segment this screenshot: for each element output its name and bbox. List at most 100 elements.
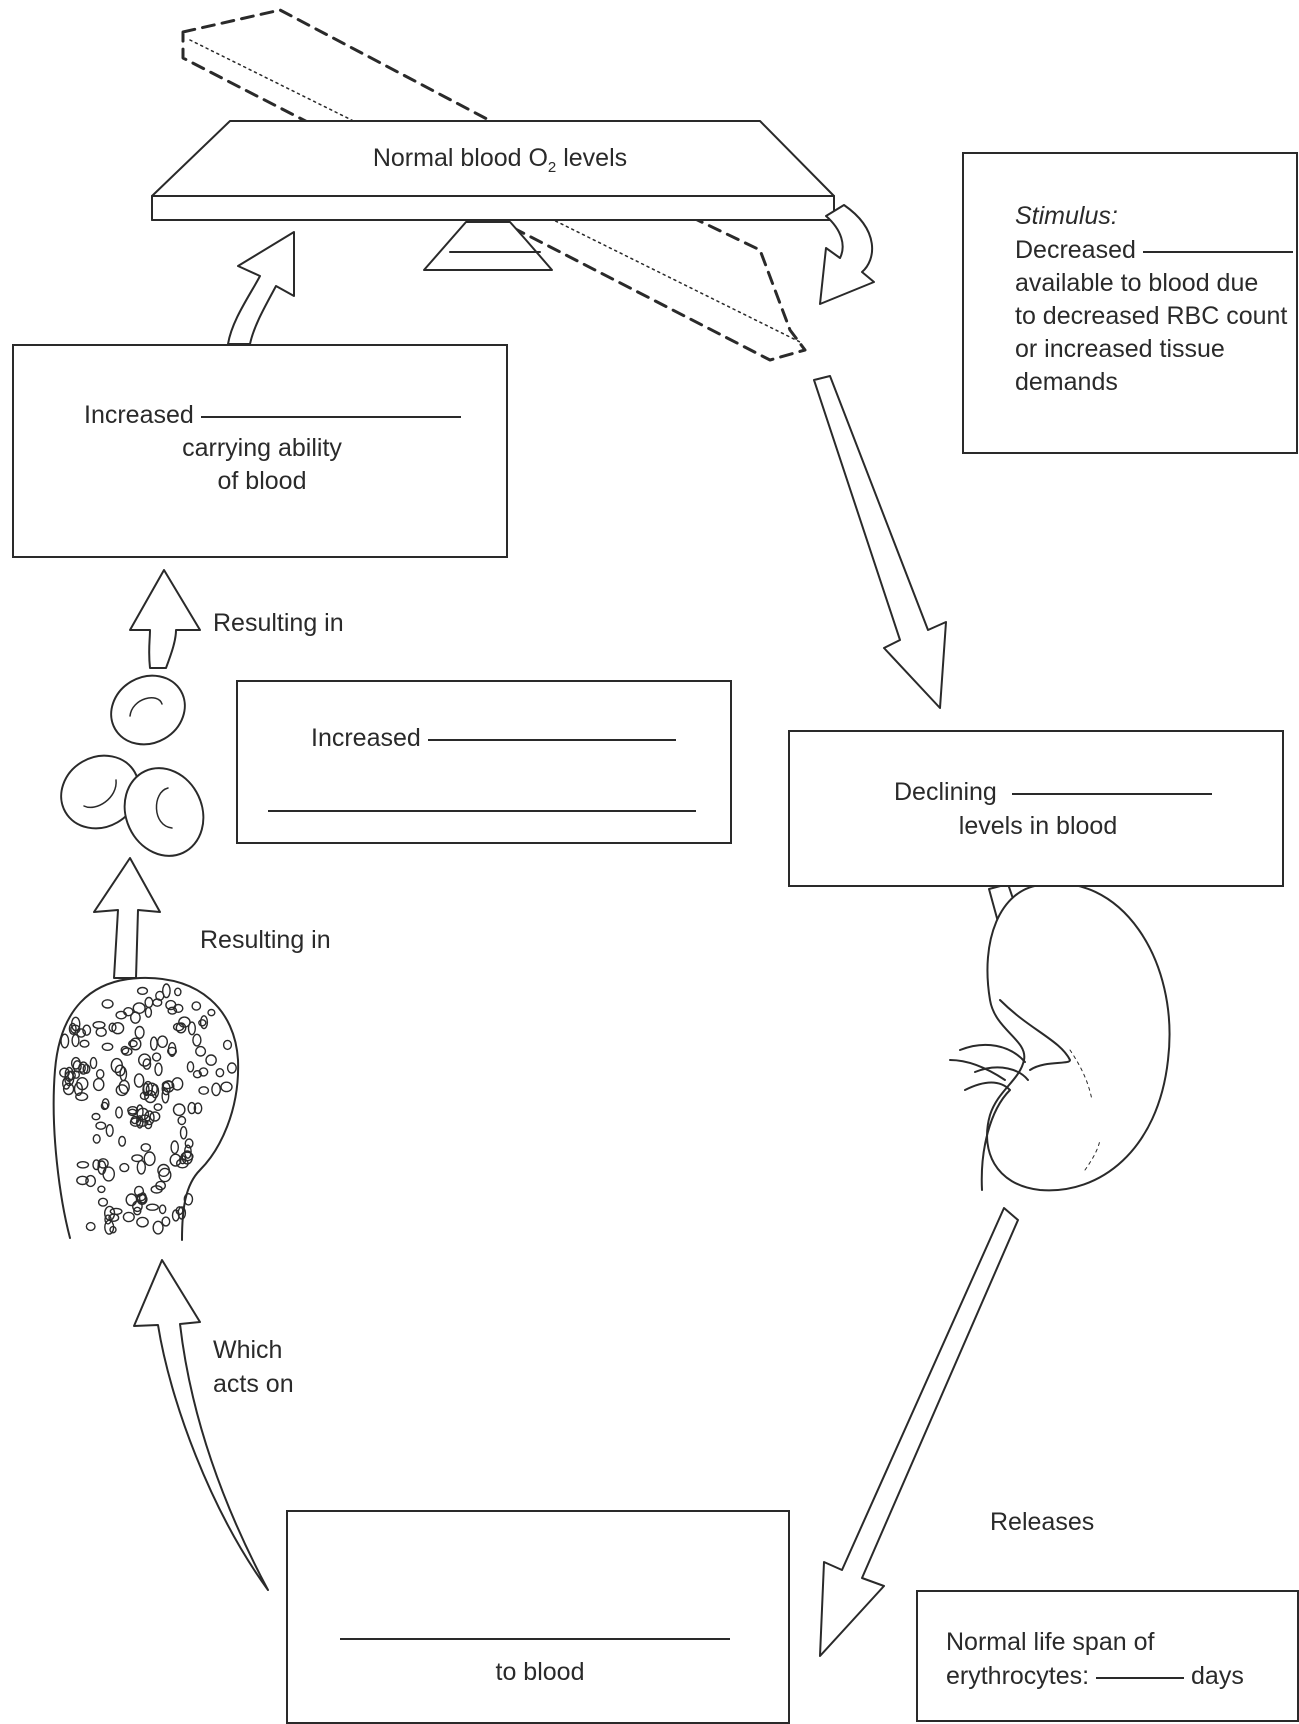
lifespan-blank[interactable] bbox=[1096, 1677, 1185, 1679]
bone-pore bbox=[158, 1204, 167, 1215]
bone-pore bbox=[129, 1011, 141, 1024]
bone-pore bbox=[211, 1082, 222, 1097]
bone-pore bbox=[139, 1114, 151, 1123]
declining-box: Declining levels in blood bbox=[788, 730, 1284, 887]
stimulus-blank[interactable] bbox=[1142, 251, 1293, 253]
stimulus-title: Stimulus: bbox=[1015, 202, 1118, 230]
kidney-illustration bbox=[949, 882, 1171, 1192]
resulting-in-lower-label: Resulting in bbox=[200, 926, 331, 954]
bone-pore bbox=[136, 1216, 149, 1228]
arrow-rbc-to-carrying bbox=[129, 569, 201, 669]
declining-blank[interactable] bbox=[1011, 793, 1212, 795]
bone-pore bbox=[151, 1052, 162, 1062]
stimulus-line-2: available to blood due bbox=[1015, 269, 1259, 297]
bone-pore bbox=[91, 1112, 101, 1121]
arrow-bone-to-rbc bbox=[93, 857, 161, 979]
bone-pore bbox=[76, 1175, 89, 1186]
bone-pore bbox=[145, 1203, 160, 1211]
bone-pore bbox=[178, 1016, 191, 1028]
bone-pore bbox=[105, 1123, 114, 1137]
bone-pore bbox=[136, 986, 149, 996]
stimulus-line-1: Decreased bbox=[1015, 234, 1293, 267]
red-blood-cells bbox=[60, 674, 205, 857]
bone-pore bbox=[76, 1161, 90, 1169]
bone-pore bbox=[127, 1039, 138, 1048]
to-blood-blank[interactable] bbox=[340, 1638, 730, 1640]
bone-pore bbox=[133, 1073, 145, 1088]
bone-pore bbox=[101, 999, 114, 1009]
bone-pore bbox=[149, 1111, 161, 1122]
bone-pore bbox=[165, 999, 177, 1011]
bone-pore bbox=[184, 1138, 194, 1149]
bone-pore bbox=[153, 1103, 163, 1112]
bone-pore bbox=[97, 1158, 109, 1169]
bone-illustration bbox=[52, 976, 240, 1241]
bone-pore bbox=[187, 1021, 197, 1036]
stimulus-line-4: or increased tissue bbox=[1015, 335, 1225, 363]
bone-pore bbox=[110, 1057, 124, 1074]
bone-pore bbox=[95, 1068, 105, 1079]
bone-pore bbox=[72, 1060, 82, 1073]
bone-pore bbox=[108, 1022, 117, 1033]
level-plank bbox=[151, 120, 835, 221]
carrying-blank[interactable] bbox=[200, 416, 461, 418]
arrow-to-bone bbox=[133, 1259, 269, 1591]
bone-pore bbox=[104, 1219, 115, 1235]
bone-pore bbox=[144, 1089, 157, 1104]
bone-pore bbox=[130, 1115, 140, 1125]
carrying-ability-box: Increased carrying ability of blood bbox=[12, 344, 508, 558]
bone-pore bbox=[161, 983, 171, 999]
which-acts-on-line-1: Which bbox=[213, 1336, 283, 1364]
bone-pore bbox=[92, 1021, 106, 1030]
bone-pore bbox=[115, 1010, 127, 1020]
arrow-to-declining bbox=[813, 375, 947, 709]
bone-pore bbox=[73, 1081, 84, 1096]
bone-pore bbox=[215, 1067, 225, 1078]
fulcrum bbox=[423, 221, 553, 271]
bone-pore bbox=[76, 1028, 87, 1038]
tilt-curved-arrow bbox=[819, 204, 875, 305]
bone-pore bbox=[60, 1033, 70, 1049]
bone-pore bbox=[172, 1103, 186, 1117]
bone-pore bbox=[198, 1086, 210, 1095]
to-blood-box: to blood bbox=[286, 1510, 790, 1724]
bone-pore bbox=[129, 1037, 142, 1051]
bone-pore bbox=[115, 1084, 129, 1097]
bone-pore bbox=[92, 1159, 101, 1171]
bone-pore bbox=[192, 1033, 202, 1047]
bone-pore bbox=[152, 1220, 164, 1235]
bone-pore bbox=[142, 1080, 154, 1096]
resulting-in-upper-label: Resulting in bbox=[213, 609, 344, 637]
bone-pore bbox=[100, 1101, 109, 1111]
bone-pore bbox=[95, 1121, 107, 1130]
bone-pore bbox=[158, 1167, 172, 1183]
bone-pore bbox=[79, 1039, 90, 1048]
lifespan-box: Normal life span of erythrocytes: days bbox=[916, 1590, 1299, 1722]
bone-pore bbox=[119, 1162, 130, 1173]
bone-pore bbox=[198, 1067, 209, 1077]
carrying-line-1: Increased bbox=[84, 399, 461, 432]
bone-pore bbox=[120, 1045, 130, 1055]
bone-pore bbox=[173, 987, 182, 997]
arrow-carrying-to-plank bbox=[227, 231, 295, 345]
bone-pore bbox=[183, 1144, 192, 1159]
bone-pore bbox=[171, 1077, 184, 1091]
bone-pore bbox=[125, 1193, 138, 1207]
carrying-line-2: carrying ability bbox=[182, 434, 342, 462]
increased-blank-1[interactable] bbox=[427, 739, 676, 741]
bone-pore bbox=[142, 1058, 152, 1070]
bone-pore bbox=[154, 1062, 163, 1077]
bone-pore bbox=[175, 1158, 189, 1169]
stimulus-line-3: to decreased RBC count bbox=[1015, 302, 1288, 330]
bone-pore bbox=[167, 1006, 178, 1015]
bone-pore bbox=[195, 1045, 207, 1057]
carrying-line-3: of blood bbox=[217, 467, 307, 495]
bone-pore bbox=[166, 1046, 177, 1056]
bone-pore bbox=[161, 1216, 171, 1227]
bone-pore bbox=[192, 1069, 203, 1079]
balance-label: Normal blood O2 levels bbox=[372, 144, 628, 176]
bone-pore bbox=[177, 1115, 187, 1126]
increased-blank-2[interactable] bbox=[268, 810, 696, 812]
